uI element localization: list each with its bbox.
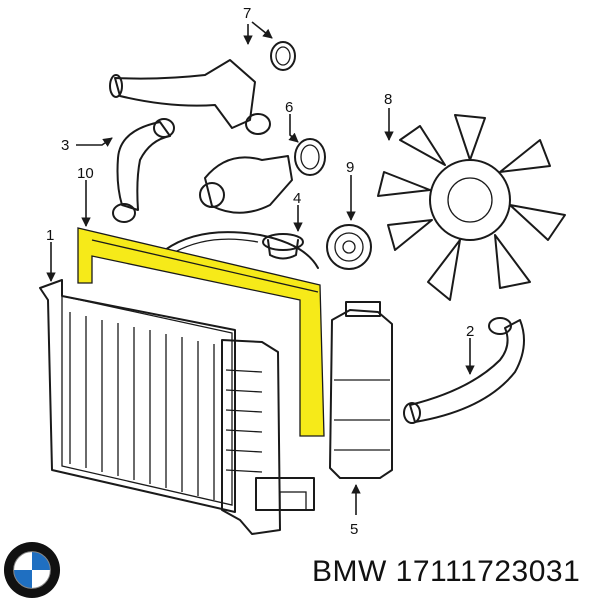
callout-8: 8	[384, 91, 392, 108]
leader-lines	[46, 21, 475, 515]
highlighted-frame-part-10	[77, 227, 325, 437]
lower-hose	[403, 317, 525, 424]
water-pump	[199, 138, 326, 214]
part-number: 17111723031	[395, 555, 581, 588]
brand-name: BMW	[312, 555, 387, 588]
callout-3: 3	[61, 137, 69, 154]
highlight-fill	[78, 228, 324, 436]
logo-quadrant-blue-a	[32, 551, 51, 570]
radiator	[39, 279, 315, 535]
fan-shroud	[164, 231, 319, 269]
radiator-cap	[262, 233, 304, 260]
callout-10: 10	[77, 165, 94, 182]
callout-labels: 1 2 3 4 5 6 7 8 9 10	[46, 5, 474, 538]
callout-6: 6	[285, 99, 293, 116]
upper-hose	[109, 41, 296, 135]
fan-clutch	[326, 224, 372, 270]
expansion-tank	[329, 301, 393, 479]
callout-5: 5	[350, 521, 358, 538]
bmw-logo	[3, 541, 61, 599]
part-number-caption: BMW 17111723031	[312, 553, 580, 591]
callout-1: 1	[46, 227, 54, 244]
cooling-fan	[377, 114, 566, 301]
logo-quadrant-blue-b	[13, 570, 32, 589]
lower-curved-hose	[112, 118, 175, 223]
callout-4: 4	[293, 190, 301, 207]
callout-9: 9	[346, 159, 354, 176]
callout-2: 2	[466, 323, 474, 340]
callout-7: 7	[243, 5, 251, 22]
